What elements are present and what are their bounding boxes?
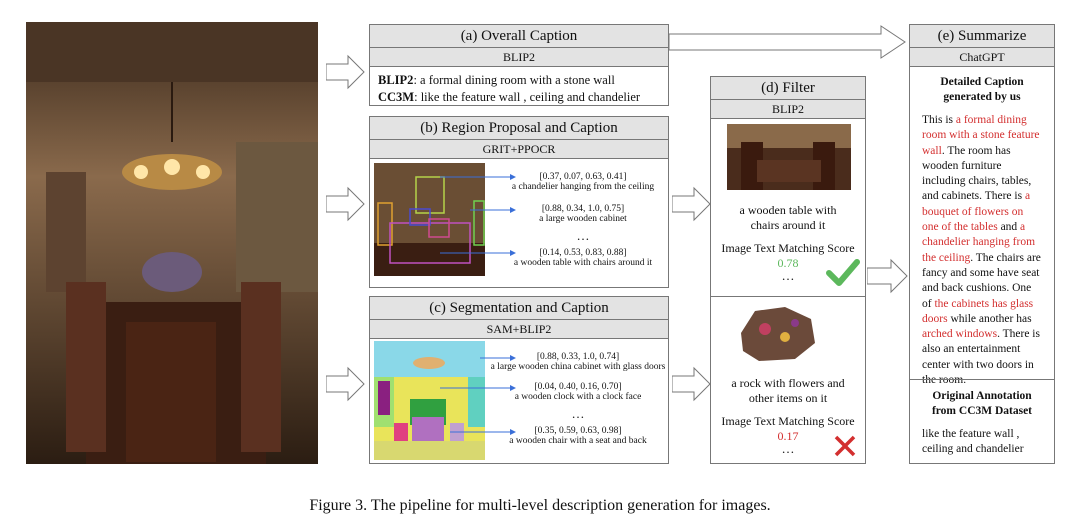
filter-bottom-score-label: Image Text Matching Score	[712, 414, 864, 429]
panel-b-caption-2: a large wooden cabinet	[500, 214, 666, 224]
summary-part-3: and	[998, 221, 1020, 233]
arrow-photo-to-c	[326, 366, 366, 402]
panel-b-model: GRIT+PPOCR	[370, 140, 668, 159]
panel-c-item-1: [0.88, 0.33, 1.0, 0.74] a large wooden c…	[490, 352, 666, 372]
panel-summarize: (e) Summarize ChatGPT Detailed Caption g…	[909, 24, 1055, 464]
panel-b-box-1: [0.37, 0.07, 0.63, 0.41]	[500, 172, 666, 182]
summary-part-1: This is	[922, 114, 956, 126]
summary-highlight-5: arched windows	[922, 328, 997, 340]
panel-c-caption-1: a large wooden china cabinet with glass …	[490, 362, 666, 372]
panel-e-original: like the feature wall , ceiling and chan…	[922, 427, 1042, 458]
panel-b-caption-3: a wooden table with chairs around it	[500, 258, 666, 268]
panel-b-box-3: [0.14, 0.53, 0.83, 0.88]	[500, 248, 666, 258]
panel-c-model: SAM+BLIP2	[370, 320, 668, 339]
panel-a-title: (a) Overall Caption	[370, 25, 668, 48]
panel-c-box-2: [0.04, 0.40, 0.16, 0.70]	[490, 382, 666, 392]
panel-e-model: ChatGPT	[910, 48, 1054, 67]
panel-b-item-1: [0.37, 0.07, 0.63, 0.41] a chandelier ha…	[500, 172, 666, 192]
panel-a-text-2: : like the feature wall , ceiling and ch…	[414, 90, 640, 104]
panel-b-item-3: [0.14, 0.53, 0.83, 0.88] a wooden table …	[500, 248, 666, 268]
arrow-photo-to-a	[326, 54, 366, 90]
panel-c-box-3: [0.35, 0.59, 0.63, 0.98]	[490, 426, 666, 436]
filter-top-score-label: Image Text Matching Score	[712, 241, 864, 256]
filter-bottom-caption: a rock with flowers and other items on i…	[730, 376, 846, 406]
panel-d-model: BLIP2	[711, 100, 865, 119]
figure-caption: Figure 3. The pipeline for multi-level d…	[0, 497, 1080, 515]
panel-e-heading-2: Original Annotation from CC3M Dataset	[922, 389, 1042, 419]
panel-b-box-2: [0.88, 0.34, 1.0, 0.75]	[500, 204, 666, 214]
check-icon	[826, 258, 860, 286]
filter-table-crop	[727, 124, 851, 190]
filter-rock-crop	[735, 303, 819, 365]
arrow-b-to-d	[672, 186, 712, 222]
arrow-d-to-e	[867, 258, 909, 294]
panel-b-caption-1: a chandelier hanging from the ceiling	[500, 182, 666, 192]
panel-a-text-1: : a formal dining room with a stone wall	[413, 73, 614, 87]
panel-b-item-2: [0.88, 0.34, 1.0, 0.75] a large wooden c…	[500, 204, 666, 224]
panel-a-model: BLIP2	[370, 48, 668, 67]
panel-a-label-1: BLIP2	[378, 73, 413, 87]
panel-c-title: (c) Segmentation and Caption	[370, 297, 668, 320]
arrow-a-to-e	[669, 24, 909, 60]
panel-e-title: (e) Summarize	[910, 25, 1054, 48]
panel-e-heading: Detailed Caption generated by us	[922, 75, 1042, 105]
summary-part-5: while another has	[948, 313, 1032, 325]
panel-c-box-1: [0.88, 0.33, 1.0, 0.74]	[490, 352, 666, 362]
panel-c-caption-2: a wooden clock with a clock face	[490, 392, 666, 402]
panel-c-item-3: [0.35, 0.59, 0.63, 0.98] a wooden chair …	[490, 426, 666, 446]
dining-room-photo	[26, 22, 318, 464]
filter-top-caption: a wooden table with chairs around it	[730, 203, 846, 233]
arrow-photo-to-b	[326, 186, 366, 222]
panel-c-item-2: [0.04, 0.40, 0.16, 0.70] a wooden clock …	[490, 382, 666, 402]
panel-a-label-2: CC3M	[378, 90, 414, 104]
arrow-c-to-d	[672, 366, 712, 402]
panel-d-title: (d) Filter	[711, 77, 865, 100]
panel-c-caption-3: a wooden chair with a seat and back	[490, 436, 666, 446]
panel-overall-caption: (a) Overall Caption BLIP2 BLIP2: a forma…	[369, 24, 669, 106]
cross-icon	[832, 433, 858, 459]
panel-b-ellipsis: …	[500, 228, 666, 244]
panel-b-title: (b) Region Proposal and Caption	[370, 117, 668, 140]
panel-c-ellipsis: …	[490, 406, 666, 422]
panel-e-summary: This is a formal dining room with a ston…	[922, 113, 1042, 388]
